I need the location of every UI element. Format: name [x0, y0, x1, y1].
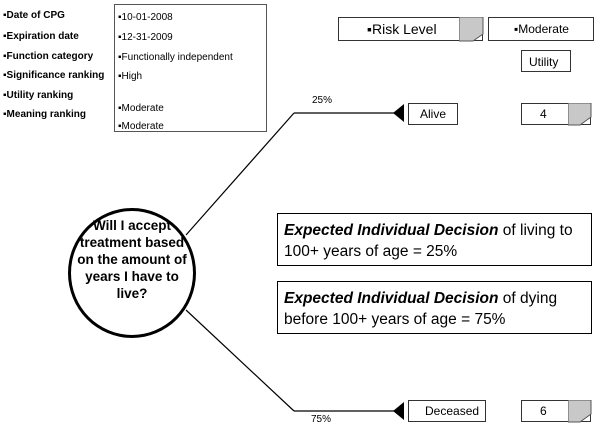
expected-decision-dying: Expected Individual Decision of dying be… [277, 281, 592, 334]
label-expiration-date: ▪Expiration date [3, 31, 79, 42]
outcome-alive-box: Alive [408, 103, 458, 125]
probability-deceased: 75% [311, 414, 332, 425]
value-function-category: ▪Functionally independent [118, 52, 233, 63]
risk-level-dropdown-icon [459, 17, 484, 42]
utility-label: Utility [529, 55, 559, 69]
expected-decision-dying-text: of dying before 100+ years of age = 75% [284, 290, 558, 328]
decision-question: Will I accept treatment based on the amo… [77, 218, 187, 301]
label-date-of-cpg: ▪Date of CPG [3, 10, 65, 21]
probability-alive: 25% [312, 95, 333, 106]
expected-decision-living-text: of living to 100+ years of age = 25% [284, 222, 573, 260]
branch-line-deceased [185, 309, 295, 412]
value-utility-ranking: ▪Moderate [118, 103, 164, 114]
decision-node [68, 208, 196, 338]
risk-level-label: ▪Risk Level [367, 21, 437, 37]
utility-value-deceased: 6 [540, 404, 547, 418]
outcome-deceased: Deceased [425, 404, 480, 418]
value-date-of-cpg: ▪10-01-2008 [118, 12, 173, 23]
label-meaning-ranking: ▪Meaning ranking [3, 109, 86, 120]
value-significance-ranking: ▪High [118, 71, 143, 82]
expected-decision-living: Expected Individual Decision of living t… [277, 213, 592, 266]
terminal-node-alive-icon [393, 104, 404, 122]
branch-line-alive [185, 112, 295, 236]
label-significance-ranking: ▪Significance ranking [3, 70, 105, 81]
utility-deceased-dropdown-icon [568, 400, 592, 423]
risk-value: ▪Moderate [514, 22, 569, 36]
expected-decision-living-emphasis: Expected Individual Decision [284, 222, 499, 239]
info-values-box: ▪10-01-2008 ▪12-31-2009 ▪Functionally in… [114, 4, 267, 132]
label-function-category: ▪Function category [3, 51, 94, 62]
terminal-node-deceased-icon [393, 402, 404, 420]
value-meaning-ranking: ▪Moderate [118, 121, 164, 132]
value-expiration-date: ▪12-31-2009 [118, 32, 173, 43]
outcome-alive: Alive [420, 107, 447, 121]
risk-value-box: ▪Moderate [488, 17, 594, 41]
expected-decision-dying-emphasis: Expected Individual Decision [284, 290, 499, 307]
label-utility-ranking: ▪Utility ranking [3, 90, 74, 101]
utility-value-alive: 4 [540, 107, 547, 121]
utility-alive-dropdown-icon [568, 103, 592, 126]
outcome-deceased-box: Deceased [408, 400, 486, 422]
utility-header: Utility [521, 50, 571, 72]
